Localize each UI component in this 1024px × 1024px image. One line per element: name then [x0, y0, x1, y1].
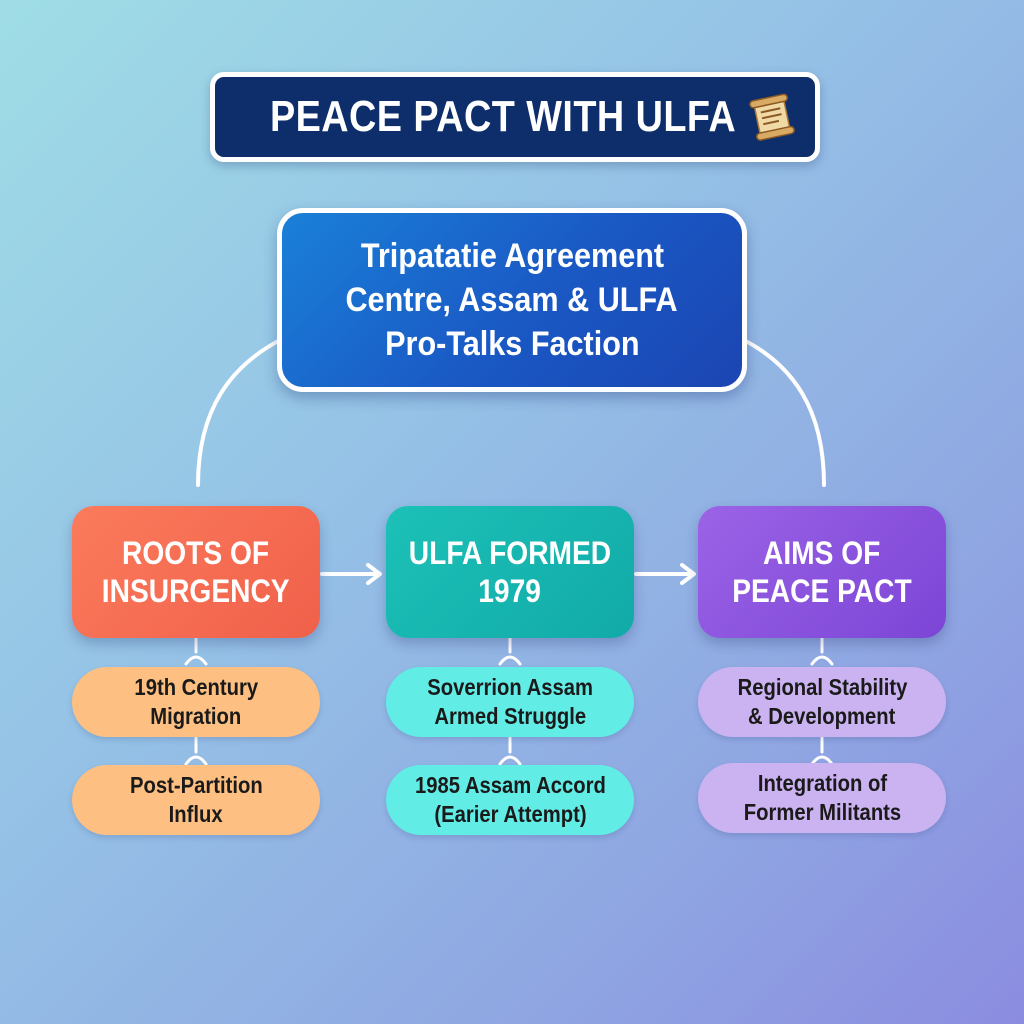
page-title: PEACE PACT WITH ULFA	[269, 92, 737, 141]
card-title-line-1: ULFA FORMED	[408, 535, 612, 571]
arrow-ulfa-to-aims	[634, 563, 696, 585]
card-aims-of-peace-pact: AIMS OF PEACE PACT	[698, 506, 946, 638]
pill-line-2: Former Militants	[743, 799, 901, 825]
card-ulfa-formed: ULFA FORMED 1979	[386, 506, 634, 638]
agreement-line-2: Centre, Assam & ULFA	[345, 281, 679, 319]
pill-assam-accord: 1985 Assam Accord (Earier Attempt)	[386, 765, 634, 835]
agreement-box: Tripatatie Agreement Centre, Assam & ULF…	[277, 208, 747, 392]
title-banner: PEACE PACT WITH ULFA	[210, 72, 820, 162]
pill-line-2: Armed Struggle	[434, 703, 586, 729]
card-title-line-2: PEACE PACT	[732, 573, 912, 609]
pill-line-2: Influx	[169, 801, 223, 827]
card-title-line-1: ROOTS OF	[122, 535, 270, 571]
connector-arc-left	[196, 336, 286, 487]
pill-line-1: 1985 Assam Accord	[414, 772, 606, 798]
agreement-line-1: Tripatatie Agreement	[360, 237, 664, 275]
pill-line-1: Soverrion Assam	[427, 674, 593, 700]
connector-arc-right	[738, 336, 826, 487]
card-roots-of-insurgency: ROOTS OF INSURGENCY	[72, 506, 320, 638]
pill-line-2: Migration	[150, 703, 242, 729]
pill-regional-stability: Regional Stability & Development	[698, 667, 946, 737]
card-title-line-2: INSURGENCY	[102, 573, 290, 609]
card-title-line-1: AIMS OF	[763, 535, 881, 571]
pill-post-partition: Post-Partition Influx	[72, 765, 320, 835]
pill-line-2: & Development	[748, 703, 896, 729]
pill-line-1: Regional Stability	[737, 674, 907, 700]
scroll-icon	[749, 93, 795, 141]
pill-connectors	[184, 636, 834, 766]
agreement-line-3: Pro-Talks Faction	[384, 325, 640, 363]
pill-line-2: (Earier Attempt)	[433, 801, 587, 827]
card-title-line-2: 1979	[478, 573, 542, 609]
pill-migration: 19th Century Migration	[72, 667, 320, 737]
arrow-roots-to-ulfa	[320, 563, 382, 585]
pill-line-1: Post-Partition	[129, 772, 263, 798]
pill-line-1: Integration of	[757, 770, 887, 796]
pill-integration-militants: Integration of Former Militants	[698, 763, 946, 833]
pill-line-1: 19th Century	[134, 674, 258, 700]
pill-armed-struggle: Soverrion Assam Armed Struggle	[386, 667, 634, 737]
